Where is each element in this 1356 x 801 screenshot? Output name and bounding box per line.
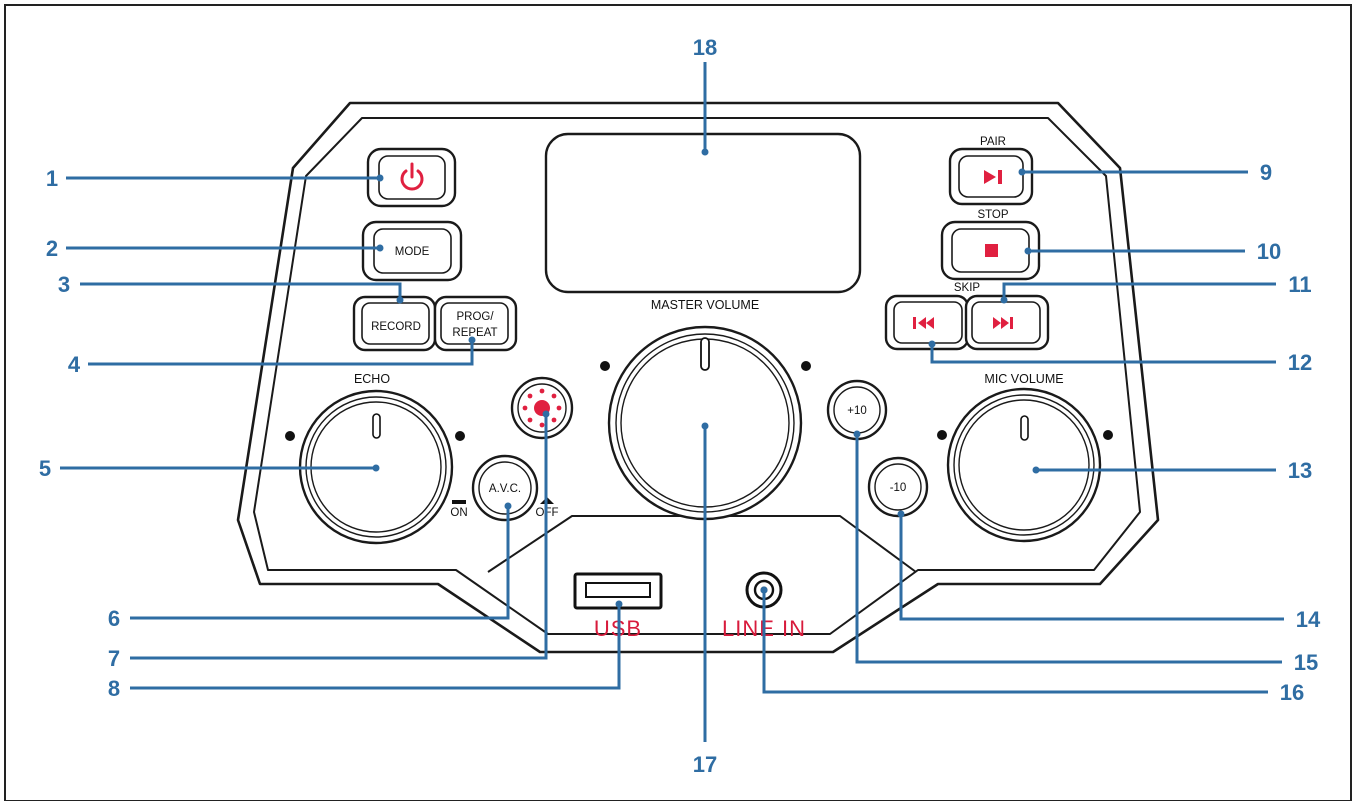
- callout-number-11: 11: [1288, 272, 1311, 297]
- skip-forward-icon: [993, 317, 1013, 329]
- avc-on-marker: [452, 500, 466, 504]
- stop-icon: [985, 244, 998, 257]
- plus-10-button[interactable]: +10: [826, 379, 888, 441]
- avc-on-label: ON: [450, 507, 467, 519]
- mic-volume-knob[interactable]: [946, 387, 1102, 543]
- prog-repeat-button[interactable]: PROG/ REPEAT: [433, 295, 518, 352]
- echo-max-marker: [455, 431, 465, 441]
- callout-line-6: [130, 506, 510, 620]
- callout-dot-7: [542, 410, 550, 418]
- echo-label: ECHO: [354, 372, 390, 386]
- callout-dot-5: [372, 464, 380, 472]
- callout-line-12: [930, 344, 1276, 364]
- callout-number-5: 5: [39, 456, 51, 481]
- callout-line-7: [130, 414, 548, 660]
- callout-number-8: 8: [108, 676, 120, 701]
- light-button[interactable]: [510, 376, 574, 440]
- mic-volume-label: MIC VOLUME: [984, 372, 1063, 386]
- callout-dot-3: [396, 296, 404, 304]
- display-screen: [544, 132, 862, 294]
- play-pause-icon: [984, 170, 1002, 184]
- callout-number-14: 14: [1296, 607, 1321, 632]
- callout-dot-1: [376, 174, 384, 182]
- callout-line-16: [762, 590, 1268, 694]
- callout-number-9: 9: [1260, 160, 1272, 185]
- callout-line-4: [88, 340, 474, 366]
- stop-button[interactable]: [940, 220, 1041, 281]
- callout-dots: [372, 148, 1040, 608]
- callout-number-6: 6: [108, 606, 120, 631]
- callout-dot-10: [1024, 247, 1032, 255]
- record-label: RECORD: [371, 321, 421, 333]
- plus-10-label: +10: [847, 405, 867, 417]
- echo-indicator: [372, 413, 381, 439]
- mic-max-marker: [1103, 430, 1113, 440]
- callout-numbers: 1 2 3 4 5 6 7 8 9 10 11 12 13 14 15 16 1…: [39, 35, 1321, 777]
- callout-number-13: 13: [1288, 458, 1312, 483]
- callout-dot-16: [760, 586, 768, 594]
- avc-label: A.V.C.: [489, 483, 521, 495]
- skip-back-icon: [913, 317, 934, 329]
- callout-dot-9: [1018, 168, 1026, 176]
- callout-number-10: 10: [1257, 239, 1281, 264]
- master-min-marker: [600, 361, 610, 371]
- mic-min-marker: [937, 430, 947, 440]
- callout-dot-8: [615, 600, 623, 608]
- mic-volume-indicator: [1020, 415, 1029, 441]
- stop-label: STOP: [977, 209, 1008, 221]
- power-icon: [400, 162, 424, 191]
- callout-line-14: [899, 514, 1284, 621]
- master-volume-label: MASTER VOLUME: [651, 298, 759, 312]
- minus-10-label: -10: [890, 482, 907, 494]
- master-max-marker: [801, 361, 811, 371]
- callout-line-8: [130, 604, 621, 690]
- echo-min-marker: [285, 431, 295, 441]
- callout-number-1: 1: [46, 166, 58, 191]
- callout-dot-14: [897, 510, 905, 518]
- callout-number-3: 3: [58, 272, 70, 297]
- callout-number-15: 15: [1294, 650, 1318, 675]
- prog-label: PROG/: [456, 311, 494, 323]
- mode-label: MODE: [395, 246, 430, 258]
- callout-dot-18: [701, 148, 709, 156]
- mode-button[interactable]: MODE: [361, 220, 463, 282]
- callout-dot-4: [468, 336, 476, 344]
- pair-label: PAIR: [980, 136, 1006, 148]
- callout-number-2: 2: [46, 236, 58, 261]
- callout-dot-17: [701, 422, 709, 430]
- callout-lines: [60, 62, 1284, 742]
- skip-back-button[interactable]: [884, 294, 970, 351]
- skip-forward-button[interactable]: [964, 294, 1050, 351]
- callout-number-18: 18: [693, 35, 717, 60]
- callout-number-17: 17: [693, 752, 717, 777]
- callout-dot-12: [928, 340, 936, 348]
- callout-line-15: [855, 434, 1282, 664]
- callout-number-7: 7: [108, 646, 120, 671]
- callout-dot-6: [504, 502, 512, 510]
- callout-dot-11: [1000, 296, 1008, 304]
- callout-dot-15: [853, 430, 861, 438]
- callout-line-3: [80, 282, 402, 300]
- callout-dot-2: [376, 244, 384, 252]
- record-button[interactable]: RECORD: [352, 295, 437, 352]
- callout-number-4: 4: [68, 352, 81, 377]
- repeat-label: REPEAT: [452, 327, 497, 339]
- skip-label: SKIP: [954, 282, 981, 294]
- callout-line-11: [1002, 282, 1276, 300]
- play-pause-button[interactable]: [948, 147, 1034, 206]
- callout-number-16: 16: [1280, 680, 1304, 705]
- minus-10-button[interactable]: -10: [867, 456, 929, 518]
- callout-dot-13: [1032, 466, 1040, 474]
- avc-button[interactable]: A.V.C.: [471, 454, 539, 522]
- callout-number-12: 12: [1288, 350, 1312, 375]
- master-volume-indicator: [700, 337, 710, 371]
